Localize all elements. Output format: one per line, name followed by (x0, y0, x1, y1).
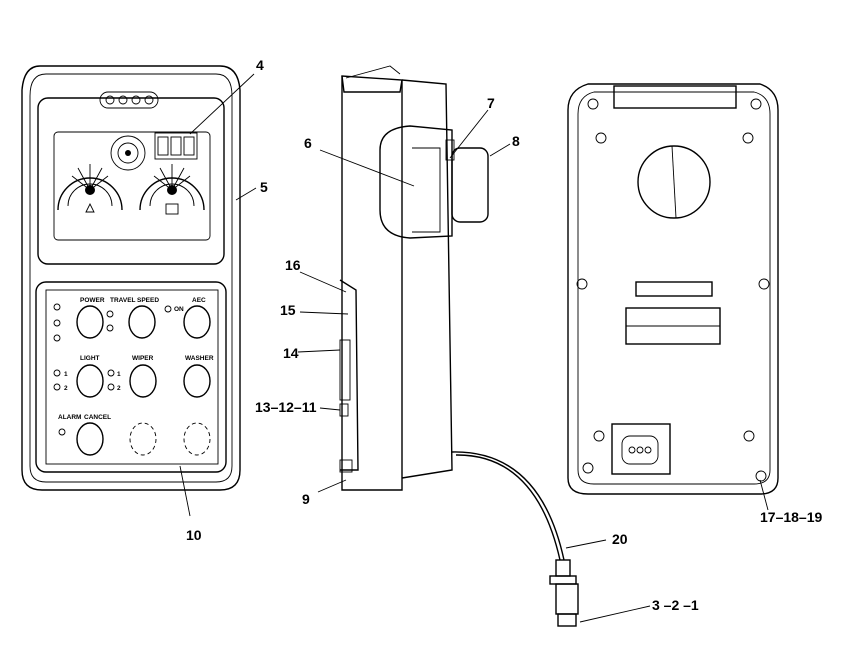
callout-16: 16 (285, 257, 301, 273)
speed-label: SPEED (137, 297, 159, 304)
indicator-lamps (99, 91, 159, 109)
callout-17-18-19: 17–18–19 (760, 509, 823, 525)
switch-panel (35, 281, 227, 473)
callout-15: 15 (280, 302, 296, 318)
light-label: LIGHT (80, 355, 100, 362)
mounting-screws (576, 98, 770, 482)
rear-cover-disc (637, 145, 711, 219)
digital-display (154, 132, 198, 160)
power-button[interactable] (76, 305, 104, 339)
on-label: ON (174, 306, 184, 313)
side-view (339, 65, 579, 627)
travel-speed-button[interactable] (128, 305, 156, 339)
wiper-button[interactable] (129, 364, 157, 398)
power-label: POWER (80, 297, 105, 304)
aec-button[interactable] (183, 305, 211, 339)
callout-14: 14 (283, 345, 299, 361)
fuel-gauge (57, 164, 123, 213)
wiper-label: WIPER (132, 355, 154, 362)
svg-text:1: 1 (64, 371, 68, 378)
alarm-label: ALARM (58, 414, 81, 421)
callout-3-2-1: 3 –2 –1 (652, 597, 699, 613)
travel-label: TRAVEL (110, 297, 136, 304)
callout-7: 7 (487, 95, 495, 111)
washer-label: WASHER (185, 355, 214, 362)
front-view: POWER TRAVEL SPEED AEC ON LIGHT WIPER WA… (21, 65, 241, 491)
alarm-cancel-button[interactable] (76, 422, 104, 456)
connector-plug (549, 559, 579, 627)
rear-view (567, 83, 779, 495)
temperature-gauge (139, 164, 205, 215)
tachometer-gauge (110, 135, 146, 171)
callouts: 4 5 6 7 8 16 15 14 13–12–11 9 10 17–18–1… (186, 57, 823, 613)
callout-10: 10 (186, 527, 202, 543)
callout-8: 8 (512, 133, 520, 149)
blank-button-slot (129, 422, 157, 456)
leader-lines (179, 73, 769, 623)
cable-harness (451, 451, 565, 561)
connector-housing (451, 147, 489, 223)
gauge-section (37, 97, 225, 265)
callout-13-12-11: 13–12–11 (255, 399, 317, 415)
svg-text:2: 2 (64, 385, 68, 392)
light-button[interactable] (76, 364, 104, 398)
rear-connector (611, 423, 671, 475)
svg-text:2: 2 (117, 385, 121, 392)
cancel-label: CANCEL (84, 414, 111, 421)
callout-6: 6 (304, 135, 312, 151)
washer-button[interactable] (183, 364, 211, 398)
svg-text:1: 1 (117, 371, 121, 378)
aec-label: AEC (192, 297, 206, 304)
blank-button-slot (183, 422, 211, 456)
callout-9: 9 (302, 491, 310, 507)
callout-4: 4 (256, 57, 264, 73)
callout-5: 5 (260, 179, 268, 195)
callout-20: 20 (612, 531, 628, 547)
